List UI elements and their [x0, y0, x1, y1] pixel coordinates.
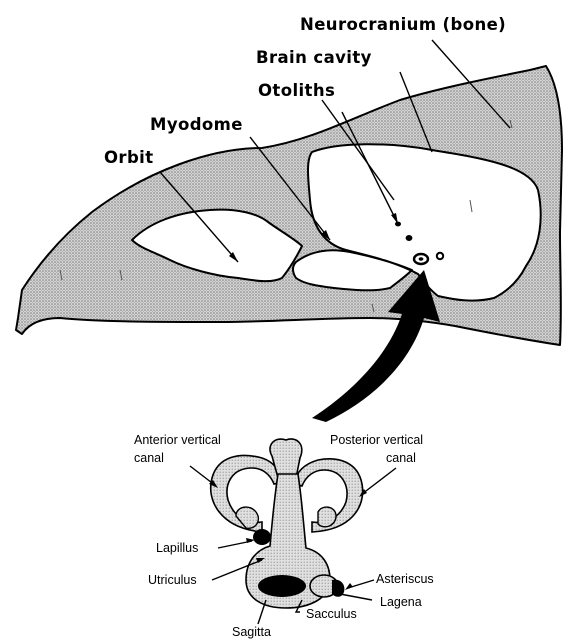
ampulla-right [318, 507, 336, 527]
neurocranium-bone [16, 66, 562, 345]
label-myodome: Myodome [150, 115, 243, 134]
label-otoliths: Otoliths [258, 81, 335, 100]
inner-ear-diagram [211, 439, 363, 608]
label-neurocranium: Neurocranium (bone) [300, 15, 506, 34]
label-lapillus: Lapillus [156, 541, 198, 555]
label-posterior-canal-line1: Posterior vertical [330, 433, 423, 447]
skull-section [16, 66, 562, 345]
label-orbit: Orbit [104, 148, 154, 167]
otolith-main-core [419, 257, 424, 260]
label-sagitta: Sagitta [232, 625, 271, 639]
label-lagena: Lagena [380, 595, 422, 609]
lapillus-otolith [253, 529, 271, 545]
label-sacculus: Sacculus [306, 607, 357, 621]
otolith-small [406, 235, 413, 241]
label-anterior-canal-line1: Anterior vertical [134, 433, 221, 447]
label-brain-cavity: Brain cavity [256, 48, 372, 67]
label-utriculus: Utriculus [148, 573, 197, 587]
otolith-right [437, 253, 443, 259]
sagitta-otolith [258, 575, 306, 597]
label-anterior-canal-line2: canal [134, 451, 164, 465]
label-posterior-canal-line2: canal [386, 451, 416, 465]
label-asteriscus: Asteriscus [376, 572, 434, 586]
